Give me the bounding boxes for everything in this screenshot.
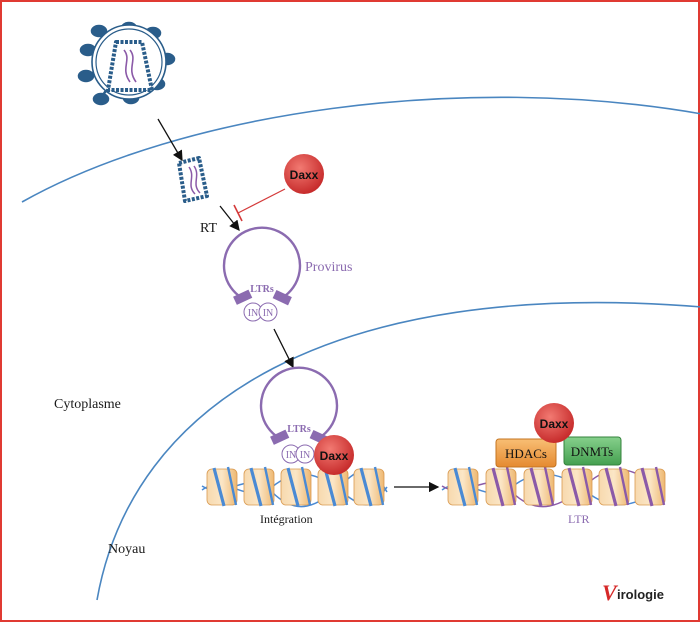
chromatin-right <box>441 466 666 508</box>
nucleosome-7 <box>485 466 517 507</box>
daxx-top-label: Daxx <box>290 168 319 182</box>
provirus-ring-top <box>222 226 302 322</box>
nucleosome-2 <box>243 466 275 507</box>
daxx-mid-label: Daxx <box>320 449 349 463</box>
nucleosome-1 <box>206 466 238 507</box>
in-right-top-label: IN <box>263 308 274 319</box>
hdacs-box <box>495 438 557 468</box>
ltrs-bottom-label: LTRs <box>287 424 311 435</box>
in-right-bottom-label: IN <box>300 450 311 461</box>
virus-particle-icon <box>77 21 176 106</box>
arrow-entry <box>157 118 183 162</box>
nucleosome-8 <box>523 466 555 507</box>
arrow-reverse-transcription <box>219 205 240 232</box>
in-left-bottom-label: IN <box>286 450 297 461</box>
daxx-right-node <box>534 403 574 443</box>
arrow-nuclear-import <box>273 328 294 369</box>
logo-v: V <box>602 580 619 605</box>
rt-label: RT <box>200 221 218 236</box>
nucleosome-6 <box>447 466 479 507</box>
virologie-logo: V irologie <box>602 580 664 605</box>
daxx-mid-node <box>314 435 354 475</box>
nucleosome-5 <box>353 466 385 507</box>
logo-rest: irologie <box>617 587 664 602</box>
daxx-top-node <box>284 154 324 194</box>
in-left-top-label: IN <box>248 308 259 319</box>
dnmts-label: DNMTs <box>571 444 613 459</box>
daxx-right-label: Daxx <box>540 417 569 431</box>
nucleosome-11 <box>634 466 666 507</box>
integration-label: Intégration <box>260 512 313 526</box>
nucleosome-4 <box>317 466 349 507</box>
hdacs-label: HDACs <box>505 446 547 461</box>
inhibition-bar <box>233 204 243 222</box>
ltr-label: LTR <box>568 512 590 526</box>
nuclear-envelope <box>96 301 700 601</box>
cytoplasme-label: Cytoplasme <box>54 397 121 412</box>
nucleosome-3 <box>280 466 312 507</box>
nucleosome-9 <box>561 466 593 507</box>
dnmts-box <box>563 436 622 466</box>
chromatin-left <box>201 466 388 508</box>
provirus-label: Provirus <box>305 260 353 275</box>
nucleosome-10 <box>598 466 630 507</box>
ltrs-top-label: LTRs <box>250 284 274 295</box>
provirus-ring-bottom <box>259 366 339 464</box>
capsid-icon <box>177 156 209 203</box>
inhibition-line <box>237 188 286 214</box>
cell-membrane <box>21 96 700 203</box>
noyau-label: Noyau <box>108 542 146 557</box>
